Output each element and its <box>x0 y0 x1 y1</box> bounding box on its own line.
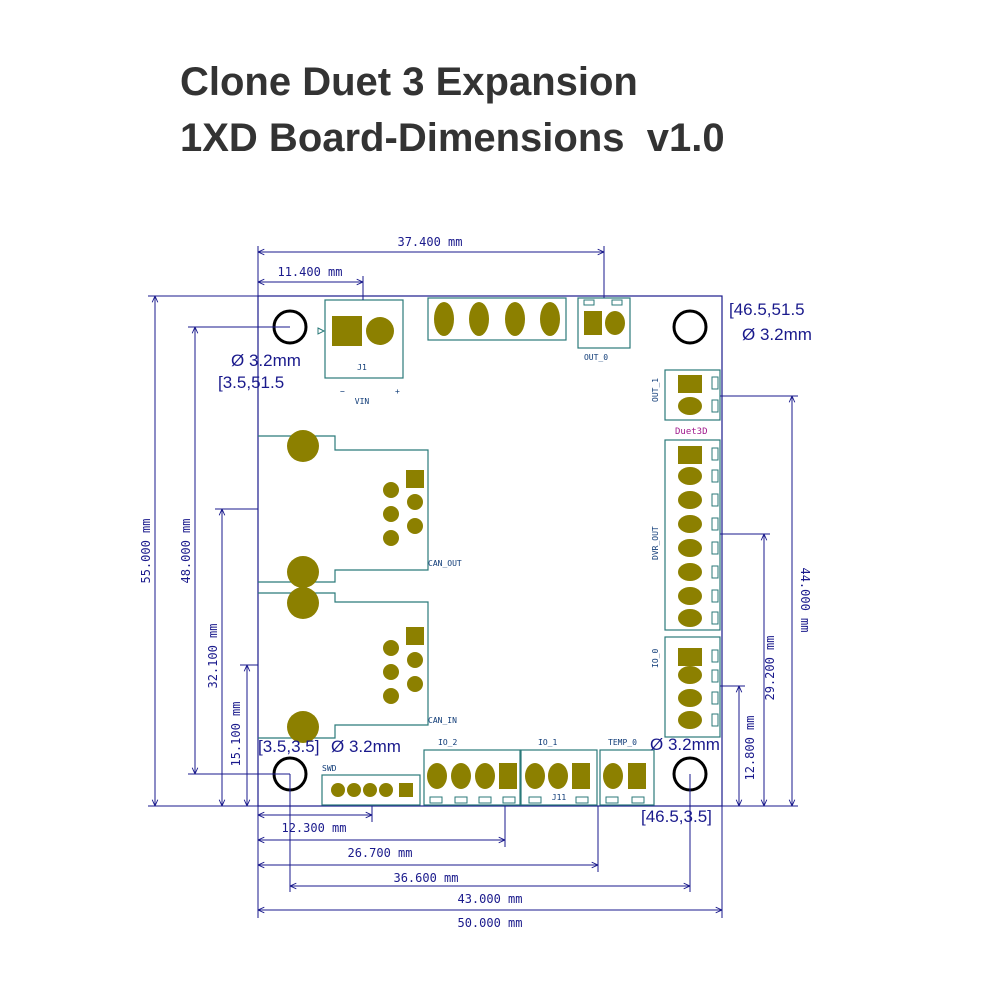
swd-label: SWD <box>322 764 337 773</box>
top-4pin-connector <box>427 297 567 341</box>
hole-br-dia: Ø 3.2mm <box>650 735 720 754</box>
dim-37-4: 37.400 mm <box>397 235 462 249</box>
vin-plus-label: + <box>395 387 400 396</box>
vin-label: VIN <box>355 397 370 406</box>
temp-0-label: TEMP_0 <box>608 738 637 747</box>
dim-32-1: 32.100 mm <box>206 623 220 688</box>
dim-36-6: 36.600 mm <box>393 871 458 885</box>
hole-br-coord: [46.5,3.5] <box>641 807 712 826</box>
out-1-label: OUT_1 <box>651 378 660 402</box>
duet3d-label: Duet3D <box>675 427 708 437</box>
io-0-connector: IO_0 <box>651 636 721 738</box>
title-line-2: 1XD Board-Dimensions v1.0 <box>180 116 725 160</box>
io-2-connector: IO_2 <box>423 738 521 806</box>
io-1-connector: IO_1 J11 <box>520 738 598 806</box>
dim-12-3: 12.300 mm <box>281 821 346 835</box>
io-1-label: IO_1 <box>538 738 557 747</box>
dvr-out-label: DVR_OUT <box>651 526 660 560</box>
j11-label: J11 <box>552 793 567 802</box>
dim-11-4: 11.400 mm <box>277 265 342 279</box>
hole-tl-coord: [3.5,51.5 <box>218 373 284 392</box>
vin-connector: J1 − + VIN <box>317 299 404 406</box>
out-0-label: OUT_0 <box>584 353 608 362</box>
dim-48: 48.000 mm <box>179 518 193 583</box>
hole-tl-dia: Ø 3.2mm <box>231 351 301 370</box>
dvr-out-connector: DVR_OUT <box>651 439 721 631</box>
can-in-connector: CAN_IN <box>258 587 457 743</box>
hole-bl-coord: [3.5,3.5] <box>258 737 319 756</box>
mounting-hole-top-right <box>672 309 708 345</box>
j1-label: J1 <box>357 363 367 372</box>
can-out-label: CAN_OUT <box>428 559 462 568</box>
title-line-1: Clone Duet 3 Expansion <box>180 60 638 104</box>
can-out-connector: CAN_OUT <box>258 430 462 588</box>
dim-12-8: 12.800 mm <box>743 715 757 780</box>
dim-43: 43.000 mm <box>457 892 522 906</box>
can-in-label: CAN_IN <box>428 716 457 725</box>
dim-15-1: 15.100 mm <box>229 701 243 766</box>
out-0-connector: OUT_0 <box>577 297 631 362</box>
out-1-connector: OUT_1 <box>651 369 721 421</box>
hole-bl-dia: Ø 3.2mm <box>331 737 401 756</box>
dim-50: 50.000 mm <box>457 916 522 930</box>
swd-header: SWD <box>321 764 421 806</box>
hole-tr-coord: [46.5,51.5 <box>729 300 805 319</box>
hole-tr-dia: Ø 3.2mm <box>742 325 812 344</box>
temp-0-connector: TEMP_0 <box>599 738 655 806</box>
dim-26-7: 26.700 mm <box>347 846 412 860</box>
io-2-label: IO_2 <box>438 738 457 747</box>
dim-55: 55.000 mm <box>139 518 153 583</box>
board-outline <box>257 295 723 807</box>
dim-29-2: 29.200 mm <box>763 635 777 700</box>
io-0-label: IO_0 <box>651 649 660 668</box>
vin-minus-label: − <box>340 387 345 396</box>
dim-44: 44.000 mm <box>798 567 812 632</box>
